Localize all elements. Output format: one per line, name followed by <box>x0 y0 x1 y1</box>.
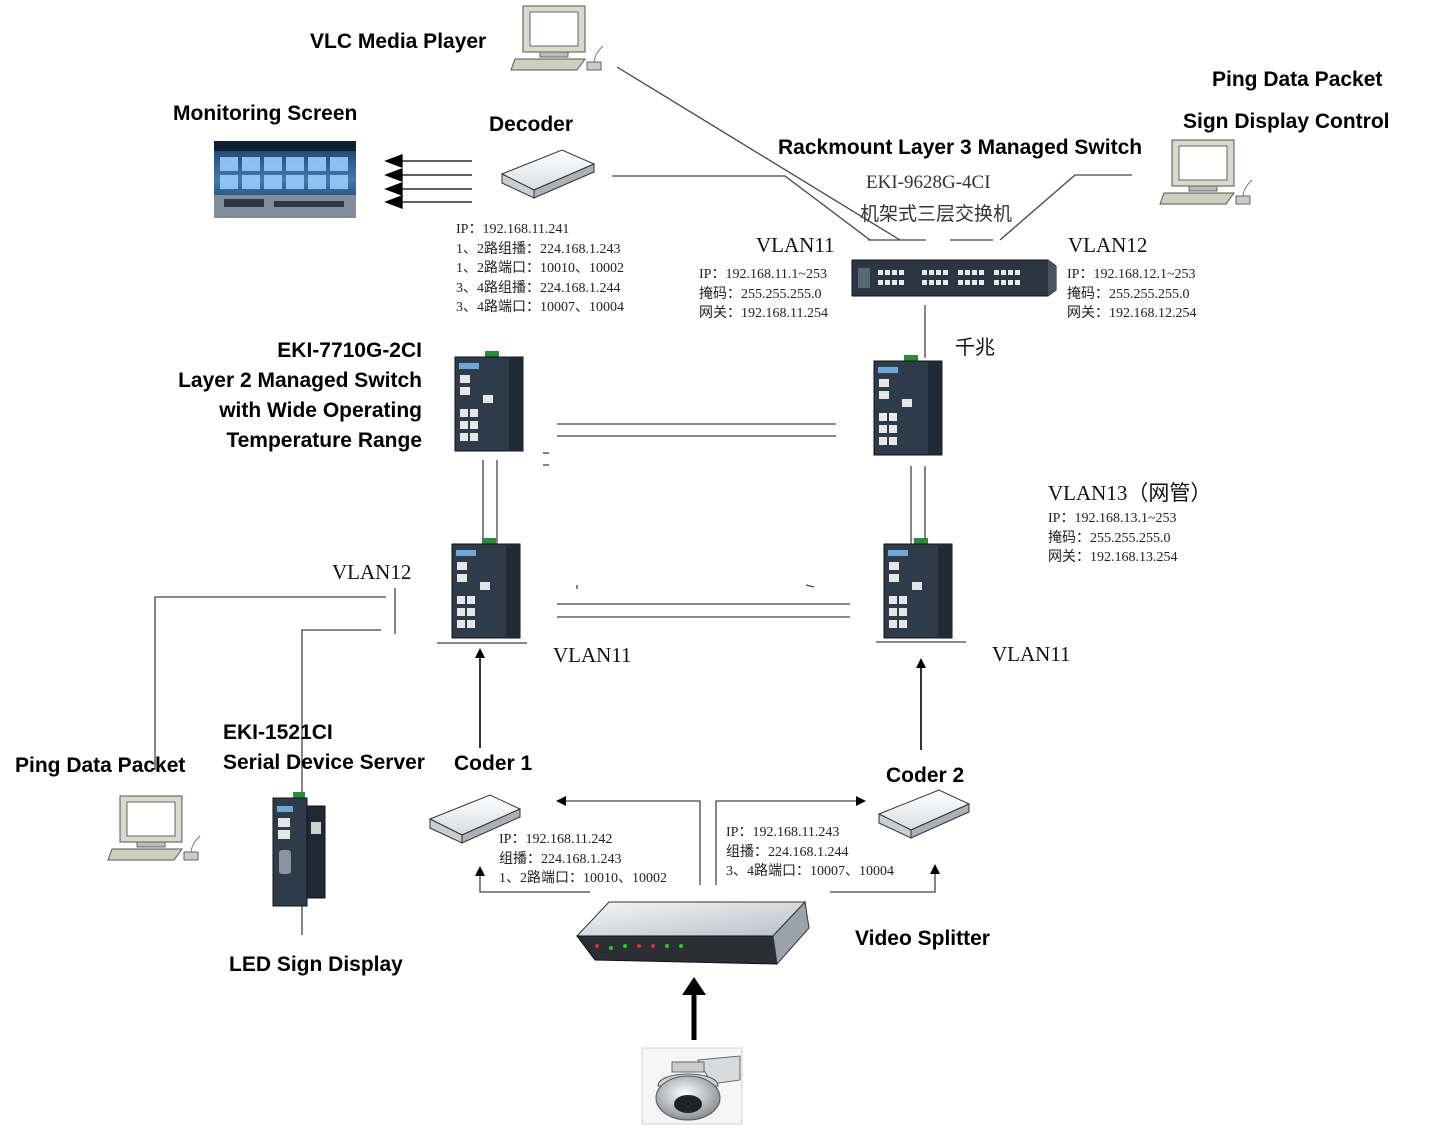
vlan12-top-label: VLAN12 <box>1068 233 1148 257</box>
coder1-label: Coder 1 <box>454 752 533 775</box>
coder1-device-icon <box>428 794 522 844</box>
serial-device-server-icon <box>272 792 326 907</box>
l3-switch-icon <box>851 259 1057 297</box>
serial-server-desc: Serial Device Server <box>223 751 425 774</box>
l2-switch-desc-1: Layer 2 Managed Switch <box>178 369 422 392</box>
sign-display-control-label: Sign Display Control <box>1183 110 1390 133</box>
decoder-device-icon <box>500 149 596 199</box>
gigabit-label: 千兆 <box>955 337 995 359</box>
coder2-device-icon <box>877 789 971 839</box>
l2-switch-top-left-icon <box>454 351 524 452</box>
sign-control-computer-icon <box>1159 139 1253 205</box>
vlc-computer-icon <box>510 5 604 71</box>
vlan12-info: IP：192.168.12.1~253 掩码：255.255.255.0 网关：… <box>1067 267 1197 321</box>
serial-server-model: EKI-1521CI <box>223 721 333 744</box>
monitor-feed-arrows <box>384 154 472 209</box>
coder1-info: IP：192.168.11.242 组播：224.168.1.243 1、2路端… <box>499 832 667 886</box>
vlan12-serial-link <box>301 629 381 795</box>
vlan13-label: VLAN13（网管） <box>1048 481 1212 505</box>
vlan13-info: IP：192.168.13.1~253 掩码：255.255.255.0 网关：… <box>1048 511 1178 565</box>
l2-switch-top-right-icon <box>873 355 943 456</box>
splitter-return-right <box>830 864 940 893</box>
l3-switch-chinese-name: 机架式三层交换机 <box>860 204 1013 225</box>
l2-switch-desc-2: with Wide Operating <box>219 399 422 422</box>
splitter-coder2-feed <box>715 796 866 885</box>
monitoring-screen-image <box>214 141 356 218</box>
decoder-info: IP：192.168.11.241 1、2路组播：224.168.1.243 1… <box>456 222 624 315</box>
vlan11-top-label: VLAN11 <box>756 233 835 257</box>
vlan12-ping-link <box>154 596 386 770</box>
led-sign-display-label: LED Sign Display <box>229 953 403 976</box>
l3-switch-model: EKI-9628G-4CI <box>866 172 991 193</box>
vlan11-left-label: VLAN11 <box>553 643 632 667</box>
vlan11-right-label: VLAN11 <box>992 642 1071 666</box>
ping-top-label: Ping Data Packet <box>1212 68 1383 91</box>
l2-switch-model: EKI-7710G-2CI <box>277 339 422 362</box>
vlan12-left-label: VLAN12 <box>332 560 412 584</box>
decoder-label: Decoder <box>489 113 574 136</box>
dome-camera-icon <box>641 1047 743 1125</box>
rackmount-switch-label: Rackmount Layer 3 Managed Switch <box>778 136 1143 159</box>
sign-control-link <box>999 174 1132 241</box>
coder2-label: Coder 2 <box>886 764 965 787</box>
vlc-link <box>616 66 901 241</box>
vlan11-info: IP：192.168.11.1~253 掩码：255.255.255.0 网关：… <box>699 267 828 321</box>
decoder-link <box>612 175 871 241</box>
l2-switch-bottom-right-icon <box>883 538 953 639</box>
ping-bottom-label: Ping Data Packet <box>15 754 186 777</box>
ping-computer-icon <box>107 795 201 861</box>
splitter-return-left <box>475 866 590 893</box>
monitoring-screen-label: Monitoring Screen <box>173 102 358 125</box>
video-splitter-label: Video Splitter <box>855 927 990 950</box>
connection-lines <box>154 66 1132 935</box>
splitter-coder1-feed <box>556 796 701 885</box>
vlc-label: VLC Media Player <box>310 30 487 53</box>
l2-switch-desc-3: Temperature Range <box>226 429 422 452</box>
video-splitter-icon <box>575 900 810 966</box>
coder2-info: IP：192.168.11.243 组播：224.168.1.244 3、4路端… <box>726 825 894 879</box>
l2-switch-bottom-left-icon <box>451 538 521 639</box>
